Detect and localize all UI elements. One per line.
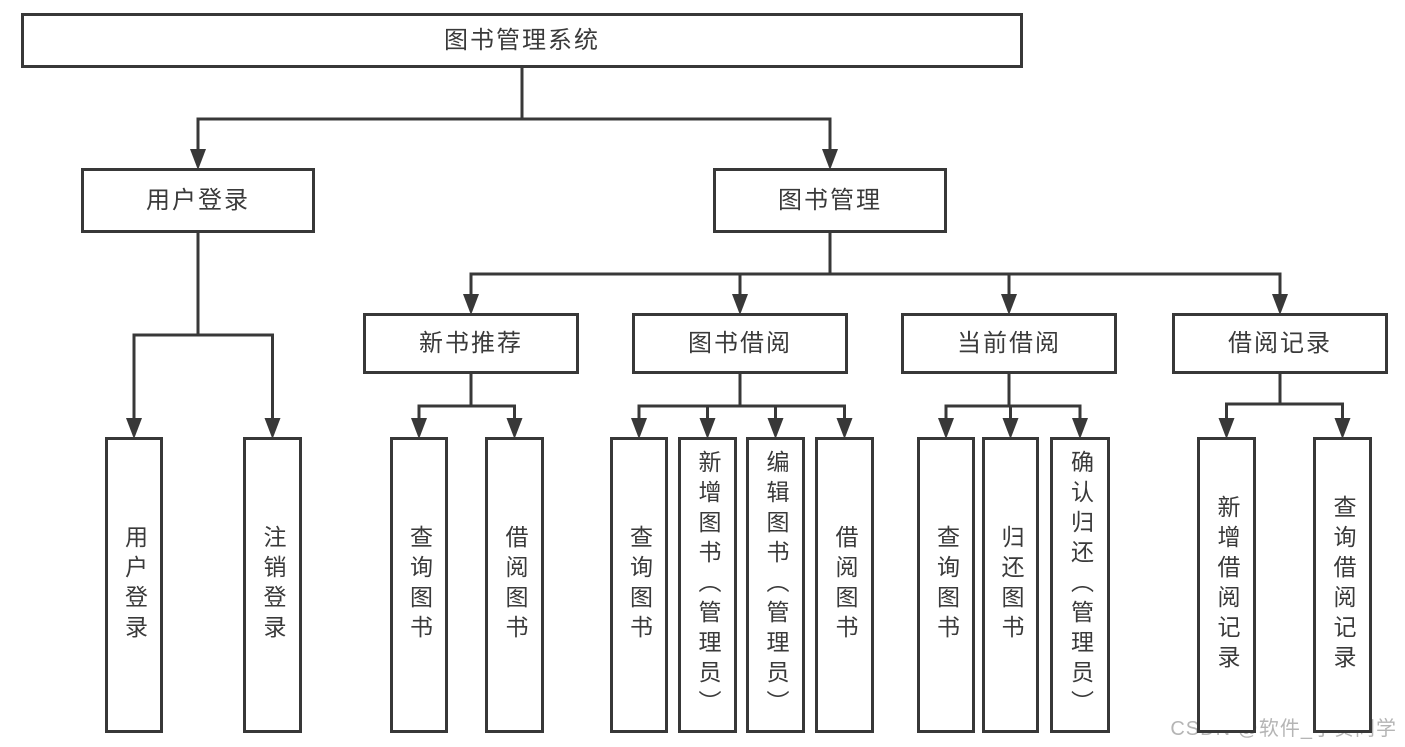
- node-leaf-bb-query: 查询图书: [610, 437, 668, 733]
- node-label: 新增图书（管理员）: [695, 450, 721, 720]
- node-label: 新书推荐: [419, 329, 523, 357]
- node-leaf-login: 用户登录: [105, 437, 163, 733]
- node-book-borrowing: 图书借阅: [632, 313, 848, 374]
- arrowhead-icon: [1072, 418, 1088, 439]
- arrowhead-icon: [767, 418, 784, 439]
- node-label: 查询图书: [933, 525, 960, 645]
- node-leaf-nbr-borrow: 借阅图书: [485, 437, 544, 733]
- arrowhead-icon: [1001, 294, 1017, 315]
- node-leaf-logout: 注销登录: [243, 437, 302, 733]
- node-leaf-nbr-query: 查询图书: [390, 437, 448, 733]
- node-current-borrowing: 当前借阅: [901, 313, 1117, 374]
- node-label: 图书借阅: [688, 329, 792, 357]
- arrowhead-icon: [126, 418, 142, 439]
- arrowhead-icon: [264, 418, 281, 439]
- node-label: 注销登录: [260, 525, 286, 645]
- node-label: 图书管理: [778, 186, 882, 214]
- arrowhead-icon: [190, 149, 206, 170]
- node-label: 归还图书: [998, 525, 1024, 645]
- node-label: 查询图书: [406, 525, 433, 645]
- node-leaf-cb-query: 查询图书: [917, 437, 975, 733]
- node-label: 借阅记录: [1228, 329, 1332, 357]
- arrowhead-icon: [1218, 418, 1235, 439]
- arrowhead-icon: [822, 149, 838, 170]
- arrowhead-icon: [699, 418, 716, 439]
- arrowhead-icon: [631, 418, 647, 439]
- node-leaf-bb-borrow: 借阅图书: [815, 437, 874, 733]
- arrowhead-icon: [1272, 294, 1288, 315]
- node-root: 图书管理系统: [21, 13, 1023, 68]
- node-leaf-br-add: 新增借阅记录: [1197, 437, 1256, 733]
- node-book-management: 图书管理: [713, 168, 947, 233]
- arrowhead-icon: [1334, 418, 1351, 439]
- node-label: 借阅图书: [502, 525, 528, 645]
- arrowhead-icon: [1002, 418, 1019, 439]
- node-label: 借阅图书: [832, 525, 858, 645]
- node-label: 当前借阅: [957, 329, 1061, 357]
- node-user-login: 用户登录: [81, 168, 315, 233]
- node-leaf-bb-add: 新增图书（管理员）: [678, 437, 737, 733]
- node-label: 新增借阅记录: [1214, 495, 1240, 675]
- arrowhead-icon: [732, 294, 748, 315]
- node-leaf-br-query: 查询借阅记录: [1313, 437, 1372, 733]
- node-label: 编辑图书（管理员）: [763, 450, 789, 720]
- node-label: 用户登录: [121, 525, 148, 645]
- node-leaf-cb-return: 归还图书: [982, 437, 1039, 733]
- arrowhead-icon: [463, 294, 479, 315]
- node-label: 用户登录: [146, 186, 250, 214]
- arrowhead-icon: [836, 418, 853, 439]
- node-label: 查询借阅记录: [1330, 495, 1356, 675]
- node-label: 查询图书: [626, 525, 653, 645]
- node-label: 确认归还（管理员）: [1067, 450, 1094, 720]
- node-borrowing-records: 借阅记录: [1172, 313, 1388, 374]
- arrowhead-icon: [938, 418, 954, 439]
- node-new-book-recommend: 新书推荐: [363, 313, 579, 374]
- node-label: 图书管理系统: [444, 26, 600, 54]
- arrowhead-icon: [411, 418, 427, 439]
- arrowhead-icon: [506, 418, 523, 439]
- node-leaf-cb-confirm: 确认归还（管理员）: [1050, 437, 1110, 733]
- node-leaf-bb-edit: 编辑图书（管理员）: [746, 437, 805, 733]
